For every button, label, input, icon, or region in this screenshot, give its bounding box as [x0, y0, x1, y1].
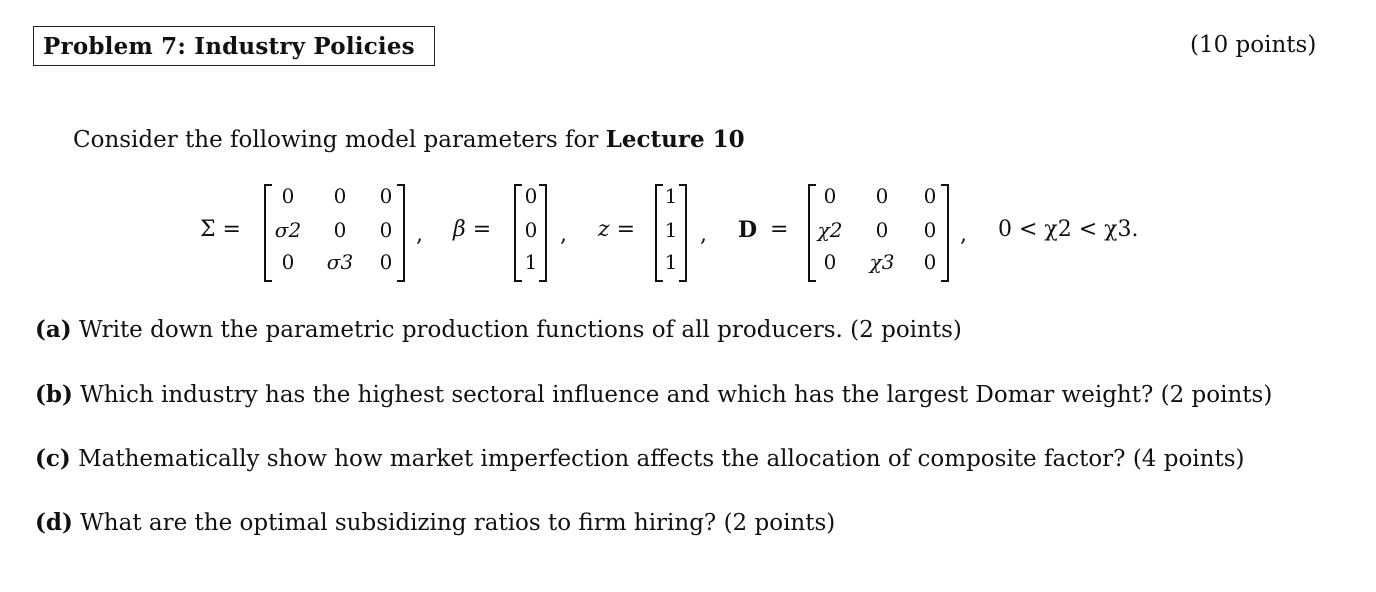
d-cell: 0: [823, 250, 837, 274]
d-cell: χ2: [817, 218, 843, 242]
d-right-bracket: [941, 184, 949, 282]
beta-label: β =: [453, 217, 492, 242]
question-text: What are the optimal subsidizing ratios …: [72, 510, 836, 536]
comma: ,: [416, 222, 423, 247]
sigma-cell: σ2: [274, 218, 302, 242]
question-c: (c) Mathematically show how market imper…: [35, 445, 1245, 472]
sigma-right-bracket: [397, 184, 405, 282]
beta-left-bracket: [514, 184, 522, 282]
condition: 0 < χ2 < χ3.: [998, 217, 1139, 242]
sigma-cell: 0: [379, 184, 393, 208]
z-cell: 1: [664, 184, 678, 208]
comma: ,: [960, 222, 967, 247]
beta-cell: 1: [524, 250, 538, 274]
d-cell: 0: [923, 218, 937, 242]
problem-title-text: Problem 7: Industry Policies: [43, 32, 415, 60]
z-cell: 1: [664, 218, 678, 242]
d-cell: 0: [823, 184, 837, 208]
sigma-left-bracket: [264, 184, 272, 282]
question-label: (a): [35, 316, 72, 343]
sigma-cell: 0: [281, 184, 295, 208]
question-d: (d) What are the optimal subsidizing rat…: [35, 509, 835, 536]
sigma-label: Σ =: [200, 217, 241, 242]
question-text: Which industry has the highest sectoral …: [72, 382, 1273, 408]
problem-points: (10 points): [1190, 32, 1317, 58]
sigma-cell: 0: [379, 218, 393, 242]
beta-cell: 0: [524, 218, 538, 242]
z-left-bracket: [655, 184, 663, 282]
d-cell: χ3: [869, 250, 895, 274]
sigma-cell: 0: [379, 250, 393, 274]
d-left-bracket: [808, 184, 816, 282]
problem-title: Problem 7: Industry Policies: [33, 26, 435, 66]
beta-right-bracket: [539, 184, 547, 282]
question-label: (c): [35, 445, 71, 472]
z-label: z =: [598, 217, 636, 242]
d-cell: 0: [923, 184, 937, 208]
question-label: (b): [35, 381, 73, 408]
intro-paragraph: Consider the following model parameters …: [73, 126, 745, 153]
sigma-cell: 0: [333, 218, 347, 242]
d-equals: =: [770, 217, 789, 242]
question-text: Write down the parametric production fun…: [71, 317, 962, 343]
d-cell: 0: [923, 250, 937, 274]
comma: ,: [560, 222, 567, 247]
d-cell: 0: [875, 184, 889, 208]
d-cell: 0: [875, 218, 889, 242]
intro-lecture: Lecture 10: [605, 126, 745, 153]
d-label: D: [738, 217, 758, 243]
sigma-cell: 0: [333, 184, 347, 208]
sigma-cell: 0: [281, 250, 295, 274]
z-cell: 1: [664, 250, 678, 274]
beta-cell: 0: [524, 184, 538, 208]
question-a: (a) Write down the parametric production…: [35, 316, 962, 343]
intro-text: Consider the following model parameters …: [73, 127, 606, 153]
sigma-cell: σ3: [326, 250, 354, 274]
z-right-bracket: [679, 184, 687, 282]
comma: ,: [700, 222, 707, 247]
question-b: (b) Which industry has the highest secto…: [35, 381, 1272, 408]
question-text: Mathematically show how market imperfect…: [70, 446, 1245, 472]
question-label: (d): [35, 509, 73, 536]
